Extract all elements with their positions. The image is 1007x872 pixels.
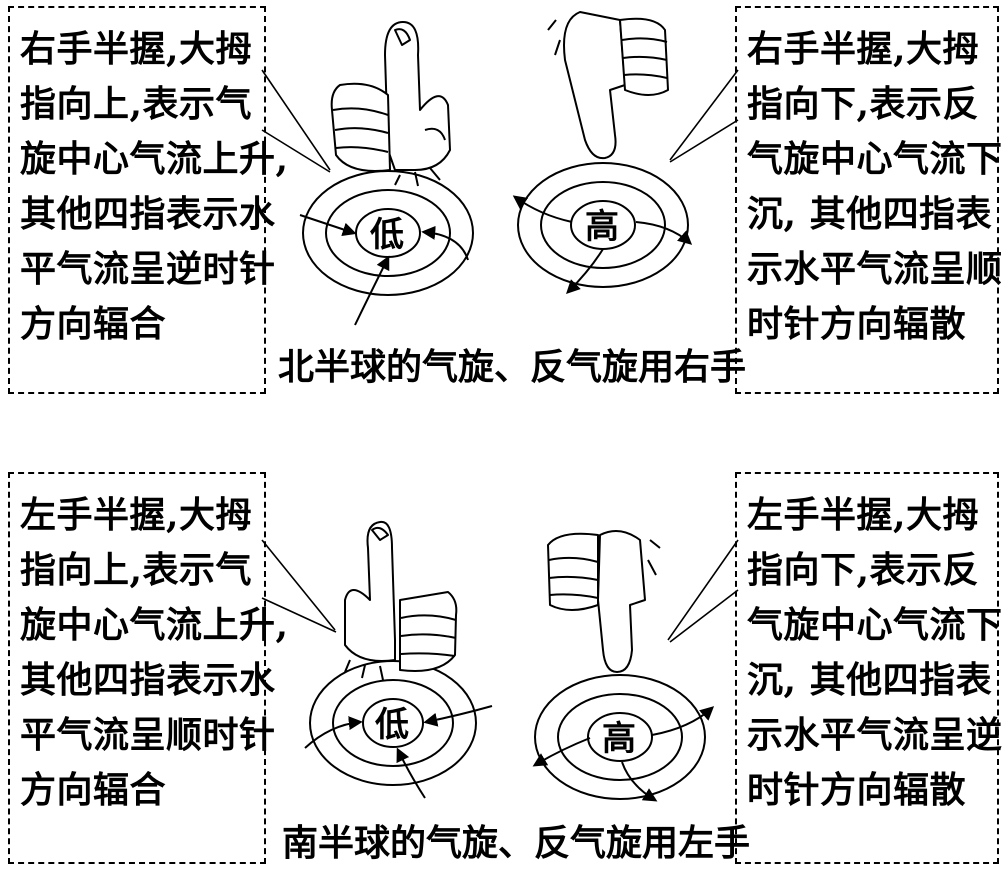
south-high-flow-arrows (532, 706, 715, 802)
north-hemisphere-caption: 北半球的气旋、反气旋用右手 (278, 346, 747, 388)
north-low-label: 低 (370, 215, 404, 255)
south-right-pointer-line (667, 539, 739, 641)
north-left-pointer-line (261, 129, 331, 173)
north-high-label: 高 (585, 207, 619, 247)
north-left-pointer-line (261, 69, 331, 171)
note-line: 指向上,表示气 (20, 83, 253, 125)
north-cyclone-note: 右手半握,大拇 指向上,表示气 旋中心气流上升, 其他四指表示水 平气流呈逆时针… (8, 6, 289, 394)
note-line: 气旋中心气流下 (747, 138, 1003, 180)
note-line: 示水平气流呈逆 (747, 714, 1003, 756)
south-high-isobars (534, 674, 706, 800)
note-line: 方向辐合 (20, 303, 167, 345)
south-high-label: 高 (602, 719, 636, 759)
note-line: 气旋中心气流下 (747, 604, 1003, 646)
north-high-flow-arrows (512, 195, 693, 294)
north-right-pointer-line (669, 119, 739, 163)
north-right-pointer-line (669, 69, 739, 161)
note-line: 示水平气流呈顺 (747, 248, 1003, 290)
south-low-flow-arrows (304, 705, 493, 799)
note-line: 指向下,表示反 (747, 549, 980, 591)
south-low-label: 低 (375, 705, 409, 745)
south-right-pointer-line (669, 589, 739, 643)
south-left-pointer-line (261, 597, 337, 633)
note-line: 右手半握,大拇 (747, 28, 980, 70)
thumb-down-hand-icon (547, 11, 669, 160)
note-line: 沉, 其他四指表 (747, 193, 993, 235)
note-line: 指向上,表示气 (20, 549, 253, 591)
south-anticyclone-note: 左手半握,大拇 指向下,表示反 气旋中心气流下 沉, 其他四指表 示水平气流呈逆… (735, 472, 1003, 864)
note-line: 时针方向辐散 (747, 769, 967, 811)
south-left-pointer-line (261, 539, 336, 631)
note-line: 旋中心气流上升, (20, 138, 289, 180)
south-hemisphere-caption: 南半球的气旋、反气旋用左手 (282, 822, 751, 864)
north-low-flow-arrows (299, 214, 469, 326)
note-line: 其他四指表示水 (20, 193, 276, 235)
note-line: 右手半握,大拇 (20, 28, 253, 70)
north-anticyclone-note: 右手半握,大拇 指向下,表示反 气旋中心气流下 沉, 其他四指表 示水平气流呈顺… (735, 6, 1003, 394)
note-line: 旋中心气流上升, (20, 604, 289, 646)
note-line: 左手半握,大拇 (20, 494, 253, 536)
note-line: 左手半握,大拇 (747, 494, 980, 536)
note-line: 时针方向辐散 (747, 303, 967, 345)
note-line: 指向下,表示反 (747, 83, 980, 125)
thumb-up-hand-icon (344, 520, 458, 681)
note-line: 其他四指表示水 (20, 659, 276, 701)
thumb-down-hand-icon (547, 530, 661, 673)
note-line: 平气流呈逆时针 (20, 248, 276, 290)
south-cyclone-note: 左手半握,大拇 指向上,表示气 旋中心气流上升, 其他四指表示水 平气流呈顺时针… (8, 472, 289, 864)
thumb-up-hand-icon (330, 21, 451, 187)
note-line: 方向辐合 (20, 769, 167, 811)
note-line: 平气流呈顺时针 (20, 714, 276, 756)
note-line: 沉, 其他四指表 (747, 659, 993, 701)
